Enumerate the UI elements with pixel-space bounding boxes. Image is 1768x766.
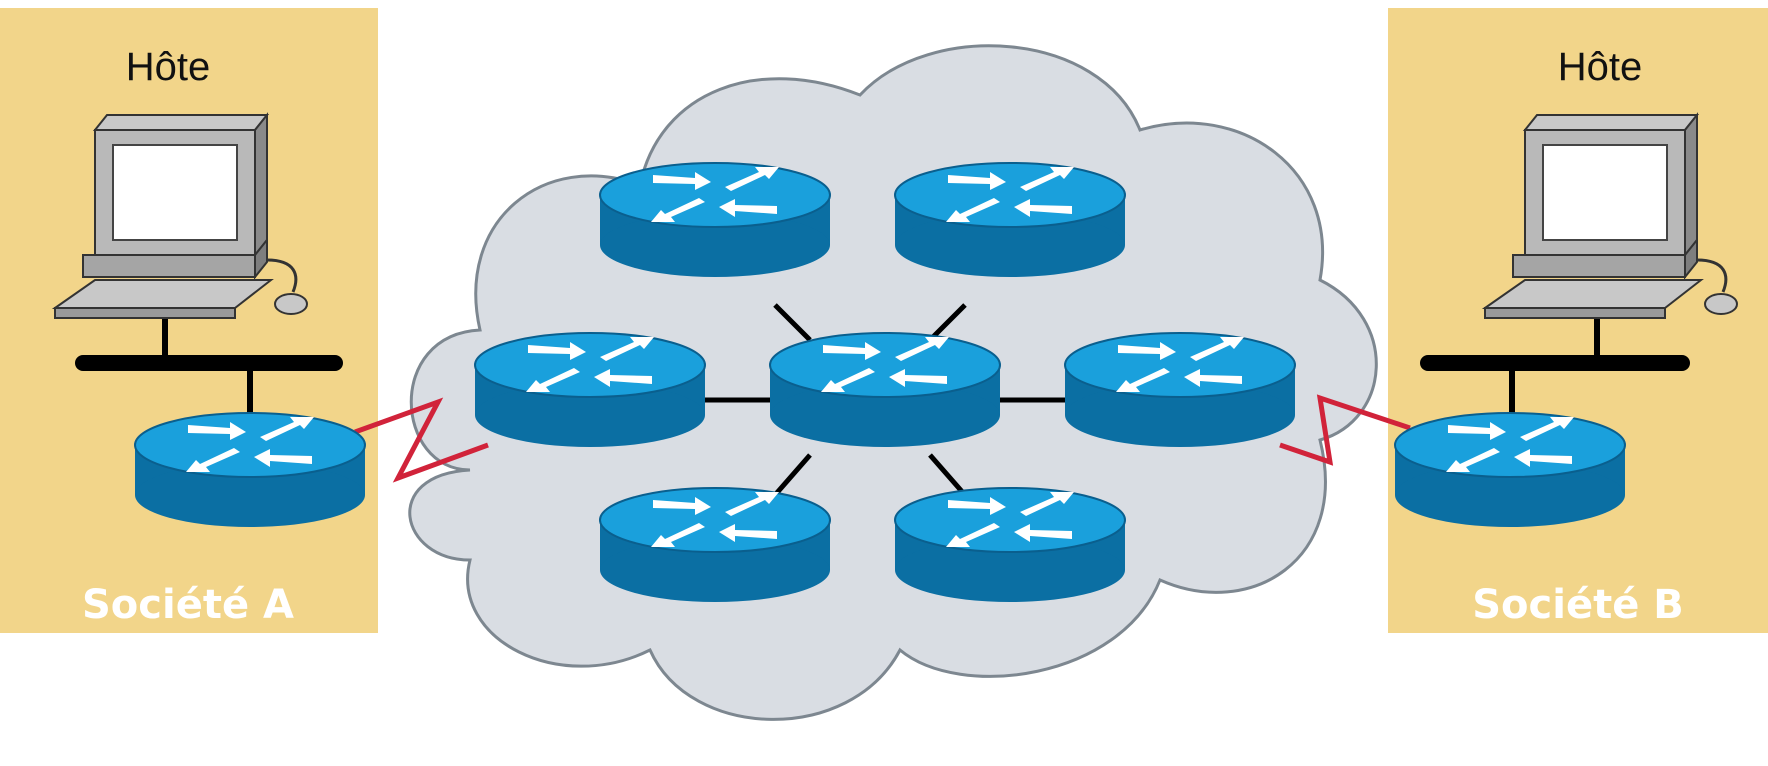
site-b-panel [1388, 8, 1768, 633]
link-center-top-left [773, 303, 812, 342]
host-label-site-a: Hôte [126, 45, 211, 89]
ethernet-bus-site-a [75, 355, 343, 371]
serial-link-site-b [1279, 394, 1411, 466]
serial-link-site-a [354, 397, 489, 483]
host-label-site-b: Hôte [1558, 45, 1643, 89]
ethernet-bus-site-b [1420, 355, 1690, 371]
site-a-panel [0, 8, 378, 633]
router-icon [894, 162, 1126, 278]
router-icon [1394, 412, 1626, 528]
link-center-bottom-right [928, 453, 967, 497]
router-icon [769, 332, 1001, 448]
company-label-site-a: Société A [82, 582, 294, 628]
router-icon [599, 162, 831, 278]
link-center-bottom-left [773, 453, 812, 497]
router-icon [1064, 332, 1296, 448]
router-icon [134, 412, 366, 528]
router-icon [894, 487, 1126, 603]
router-icon [474, 332, 706, 448]
link-center-top-right [928, 303, 967, 342]
router-icon [599, 487, 831, 603]
cloud-links [700, 303, 1065, 497]
company-label-site-b: Société B [1472, 582, 1684, 628]
